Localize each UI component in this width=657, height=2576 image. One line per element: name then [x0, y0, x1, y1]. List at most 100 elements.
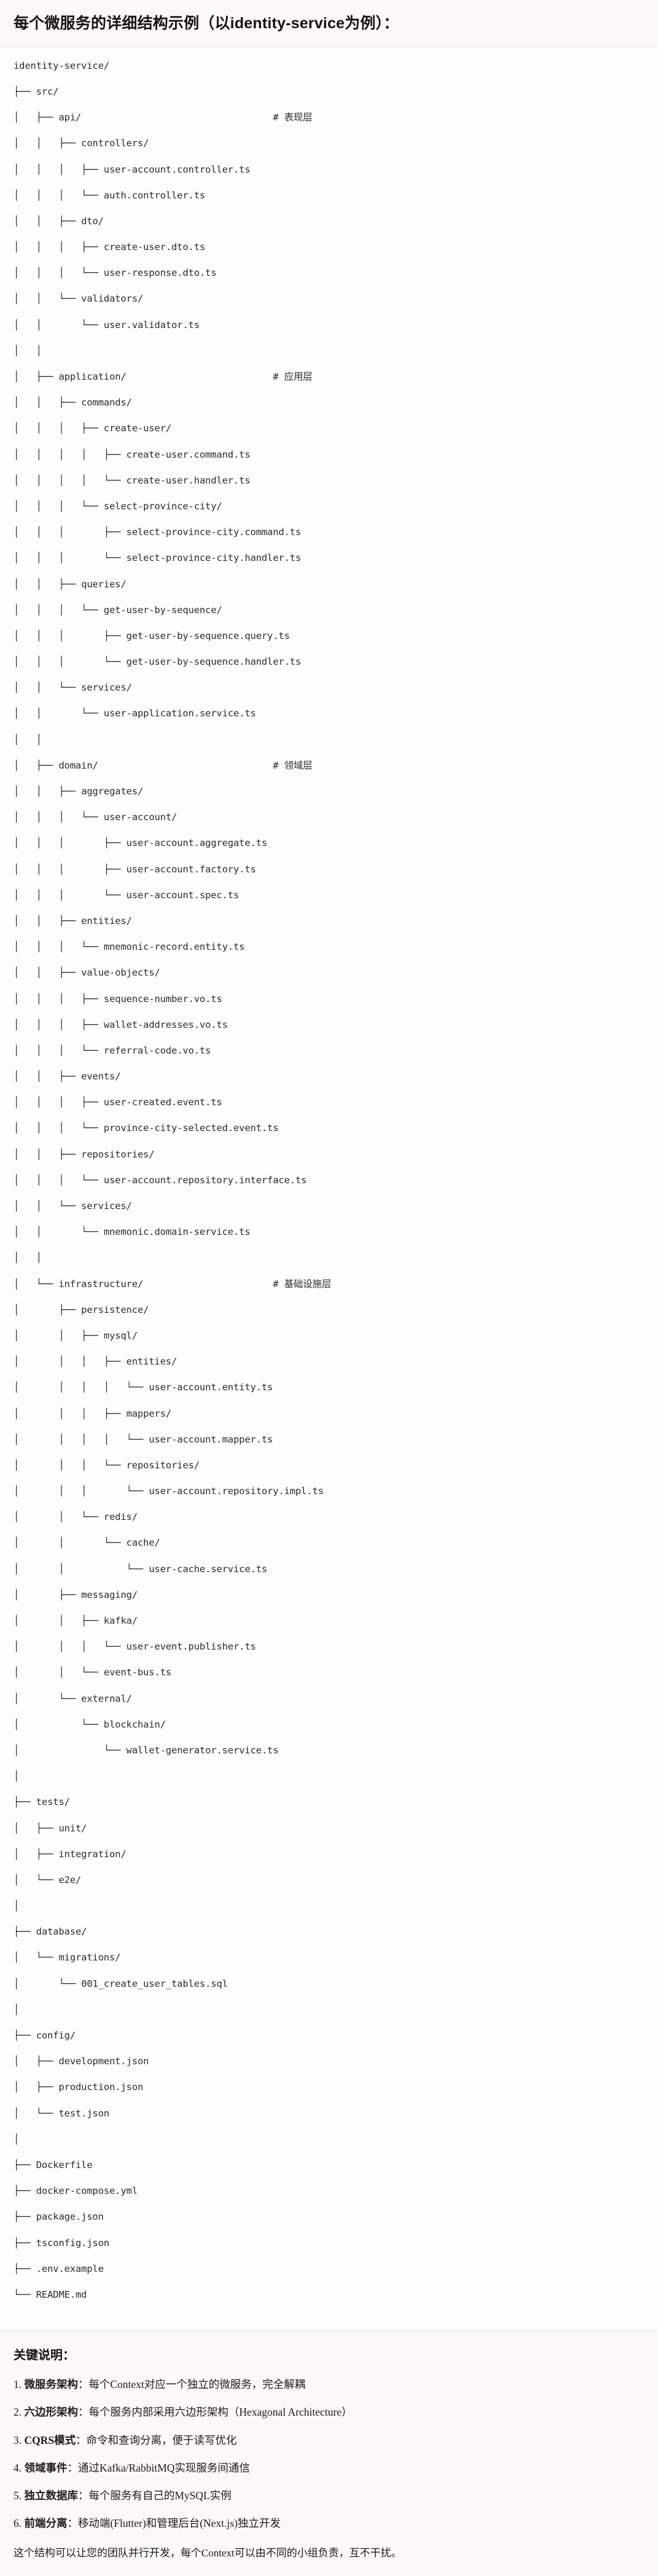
tree-row: │ │ │ ├── wallet-addresses.vo.ts [14, 1019, 643, 1032]
key-note-description: ：每个服务内部采用六边形架构（Hexagonal Architecture） [78, 2406, 352, 2419]
tree-row: │ ├── persistence/ [14, 1304, 643, 1317]
tree-row-label: │ └── infrastructure/ [14, 1278, 144, 1290]
header-block: 每个微服务的详细结构示例（以identity-service为例）： [0, 0, 657, 47]
tree-row-label: ├── .env.example [14, 2263, 104, 2274]
tree-row: │ ├── domain/ # 领域层 [14, 759, 643, 772]
key-note-description: ：移动端(Flutter)和管理后台(Next.js)独立开发 [67, 2517, 281, 2530]
tree-row-label: │ │ ├── aggregates/ [14, 786, 144, 797]
tree-row-label: │ │ ├── dto/ [14, 215, 104, 227]
page-title: 每个微服务的详细结构示例（以identity-service为例）： [14, 15, 399, 32]
tree-row-label: │ │ │ │ └── user-account.mapper.ts [14, 1433, 273, 1445]
tree-row: │ ├── application/ # 应用层 [14, 370, 643, 383]
tree-row: ├── docker-compose.yml [14, 2185, 643, 2198]
tree-row-label: │ [14, 2133, 20, 2145]
tree-row-label: │ │ │ └── user-account/ [14, 812, 177, 823]
tree-row-label: │ │ ├── queries/ [14, 578, 126, 590]
key-note-term: 六边形架构 [24, 2406, 79, 2419]
tree-row: │ └── 001_create_user_tables.sql [14, 1978, 643, 1991]
tree-row: │ └── infrastructure/ # 基础设施层 [14, 1278, 643, 1291]
tree-row-label: │ │ ├── mysql/ [14, 1329, 138, 1341]
tree-row: │ │ │ └── get-user-by-sequence.handler.t… [14, 656, 643, 668]
tree-row: │ │ ├── aggregates/ [14, 785, 643, 798]
tree-row-label: │ ├── messaging/ [14, 1589, 138, 1600]
tree-row: │ └── e2e/ [14, 1874, 643, 1887]
tree-row: │ │ │ ├── create-user/ [14, 422, 643, 435]
key-note-number: 3. [14, 2433, 25, 2446]
tree-row-label: │ ├── development.json [14, 2056, 149, 2067]
key-notes-title: 关键说明： [14, 2349, 75, 2363]
tree-row: │ │ └── services/ [14, 681, 643, 694]
tree-row-label: │ ├── api/ [14, 112, 82, 123]
tree-row: │ │ │ └── user-account.repository.impl.t… [14, 1485, 643, 1498]
tree-row-label: │ │ ├── events/ [14, 1071, 121, 1082]
tree-row-label: ├── package.json [14, 2211, 104, 2223]
tree-row-label: │ │ │ └── select-province-city/ [14, 500, 222, 512]
key-note-number: 2. [14, 2406, 25, 2419]
tree-row: │ │ └── redis/ [14, 1511, 643, 1524]
tree-row: ├── .env.example [14, 2263, 643, 2276]
tree-row-label: │ ├── unit/ [14, 1822, 87, 1834]
tree-row-label: │ [14, 1900, 20, 1912]
tree-row: │ │ └── user.validator.ts [14, 319, 643, 332]
tree-row: │ │ │ └── auth.controller.ts [14, 189, 643, 202]
tree-row: │ │ │ └── referral-code.vo.ts [14, 1044, 643, 1057]
tree-row-label: │ │ │ ├── sequence-number.vo.ts [14, 993, 222, 1004]
tree-row: │ │ │ └── user-account.repository.interf… [14, 1174, 643, 1187]
tree-row-label: identity-service/ [14, 60, 110, 71]
tree-row-label: │ │ [14, 345, 42, 356]
tree-row: │ │ └── event-bus.ts [14, 1666, 643, 1679]
tree-row: │ ├── integration/ [14, 1848, 643, 1861]
tree-row-label: └── README.md [14, 2288, 87, 2300]
tree-row-label: │ │ └── user-application.service.ts [14, 708, 256, 719]
tree-row-label: │ │ ├── kafka/ [14, 1615, 138, 1626]
key-note-term: CQRS模式 [24, 2433, 76, 2446]
tree-row: │ │ ├── entities/ [14, 915, 643, 928]
tree-row-label: │ │ │ ├── wallet-addresses.vo.ts [14, 1019, 228, 1030]
tree-row-label: │ │ └── services/ [14, 1200, 132, 1212]
tree-row-label: │ │ │ └── user-account.spec.ts [14, 889, 239, 901]
tree-row: │ │ │ │ ├── create-user.command.ts [14, 448, 643, 461]
key-note-number: 4. [14, 2461, 25, 2474]
tree-row: │ │ [14, 1251, 643, 1264]
tree-row: │ │ │ ├── select-province-city.command.t… [14, 526, 643, 539]
tree-row-label: │ │ ├── controllers/ [14, 138, 149, 149]
tree-row: │ │ └── validators/ [14, 292, 643, 305]
tree-row-label: │ │ │ └── user-event.publisher.ts [14, 1641, 256, 1653]
tree-row-label: │ └── wallet-generator.service.ts [14, 1744, 279, 1756]
tree-row: │ │ │ ├── mappers/ [14, 1407, 643, 1420]
tree-row-label: │ │ │ └── select-province-city.handler.t… [14, 552, 301, 564]
tree-row: │ │ └── cache/ [14, 1537, 643, 1549]
tree-row-label: │ ├── integration/ [14, 1848, 126, 1860]
tree-row: │ ├── development.json [14, 2055, 643, 2068]
key-note-term: 独立数据库 [24, 2489, 79, 2502]
key-note-number: 1. [14, 2378, 25, 2391]
tree-row: ├── tsconfig.json [14, 2237, 643, 2250]
key-note-item: 1. 微服务架构：每个Context对应一个独立的微服务，完全解耦 [14, 2376, 643, 2392]
tree-row: │ └── wallet-generator.service.ts [14, 1744, 643, 1757]
tree-row: │ ├── production.json [14, 2081, 643, 2094]
tree-row-label: │ │ [14, 1252, 42, 1264]
tree-row: │ │ │ └── user-response.dto.ts [14, 267, 643, 280]
tree-row: │ │ │ │ └── create-user.handler.ts [14, 474, 643, 487]
key-note-term: 领域事件 [24, 2461, 68, 2474]
tree-row-label: │ │ │ └── referral-code.vo.ts [14, 1044, 211, 1056]
tree-row: │ [14, 2133, 643, 2146]
tree-row-label: │ │ │ ├── mappers/ [14, 1407, 172, 1419]
tree-row: │ │ ├── queries/ [14, 578, 643, 591]
tree-row: └── README.md [14, 2288, 643, 2301]
key-note-item: 5. 独立数据库：每个服务有自己的MySQL实例 [14, 2488, 643, 2504]
tree-row: │ │ │ ├── create-user.dto.ts [14, 241, 643, 254]
tree-row: │ │ ├── controllers/ [14, 137, 643, 150]
tree-row: │ [14, 1770, 643, 1783]
tree-row-label: │ ├── application/ [14, 371, 126, 382]
tree-row: identity-service/ [14, 60, 643, 72]
tree-row-label: ├── database/ [14, 1926, 87, 1938]
key-notes-block: 关键说明： 1. 微服务架构：每个Context对应一个独立的微服务，完全解耦 2… [0, 2331, 657, 2576]
tree-row: │ │ │ └── province-city-selected.event.t… [14, 1122, 643, 1135]
tree-row-label: │ │ │ ├── entities/ [14, 1356, 177, 1368]
tree-row-label: │ ├── domain/ [14, 759, 98, 771]
tree-row-label: │ └── e2e/ [14, 1874, 82, 1885]
tree-row-label: │ └── test.json [14, 2107, 110, 2119]
tree-row-label: ├── tests/ [14, 1796, 70, 1808]
tree-row: │ │ │ ├── user-account.factory.ts [14, 863, 643, 876]
